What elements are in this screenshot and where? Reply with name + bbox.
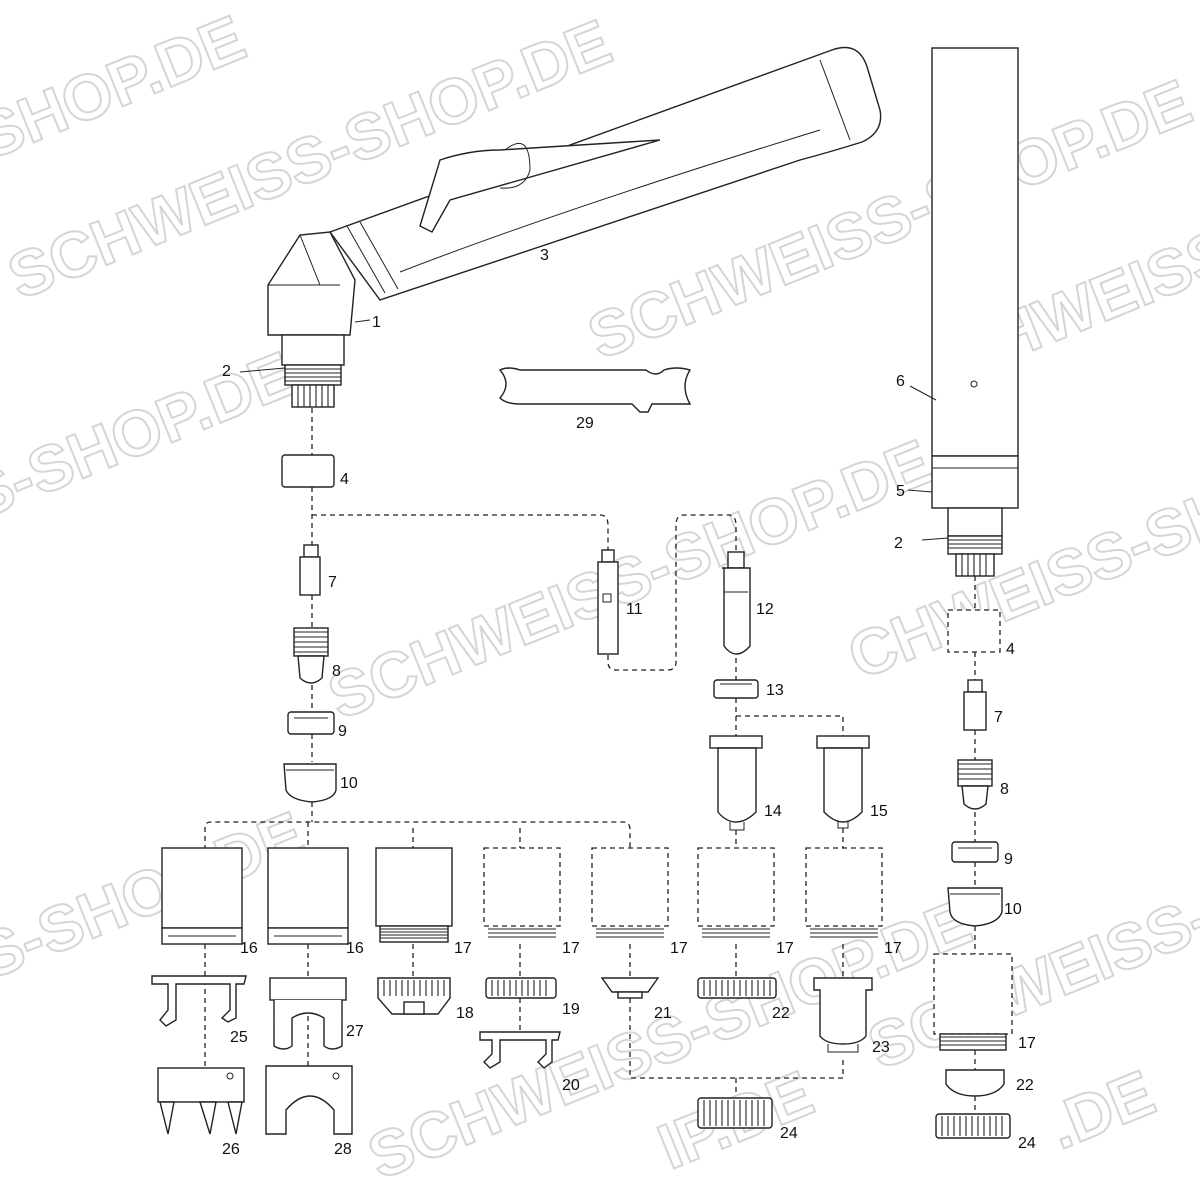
label-14: 14 [764,803,782,820]
part-17-d [697,847,775,938]
torch-thread [284,364,342,408]
part-13-ring [713,679,759,699]
part-9-ring-b [951,841,999,863]
label-4: 4 [1006,641,1015,658]
label-7: 7 [328,574,337,591]
part-4-insulator-b [947,609,1001,653]
part-4-insulator [281,454,335,488]
label-21: 21 [654,1005,672,1022]
label-10: 10 [1004,901,1022,918]
part-15-nozzle [816,735,870,829]
label-15: 15 [870,803,888,820]
part-26-guide [157,1067,245,1135]
part-17-f [933,953,1013,1051]
label-9: 9 [338,723,347,740]
label-12: 12 [756,601,774,618]
part-14-nozzle [709,735,763,831]
label-3: 3 [540,247,549,264]
label-8: 8 [332,663,341,680]
label-28: 28 [334,1141,352,1158]
label-16: 16 [240,940,258,957]
label-24: 24 [1018,1135,1036,1152]
part-8-swirl [293,627,329,684]
label-17: 17 [1018,1035,1036,1052]
label-22: 22 [1016,1077,1034,1094]
label-23: 23 [872,1039,890,1056]
part-27-guide [269,977,347,1050]
part-labels: 1 2 3 4 7 8 9 10 11 12 13 14 15 16 16 17… [222,247,1036,1158]
part-18-cap [377,977,451,1015]
label-17: 17 [562,940,580,957]
watermark-text: .DE [1038,1056,1164,1163]
label-17: 17 [884,940,902,957]
part-29-spanner [498,367,692,413]
watermark-text: S-SHOP.DE [0,337,304,533]
label-22: 22 [772,1005,790,1022]
label-6: 6 [896,373,905,390]
part-28-guide [265,1065,353,1135]
part-9-ring [287,711,335,735]
part-22-cap-b [945,1069,1005,1097]
label-20: 20 [562,1077,580,1094]
machine-torch-body [931,47,1019,457]
part-17-b [483,847,561,938]
label-10: 10 [340,775,358,792]
label-26: 26 [222,1141,240,1158]
label-8: 8 [1000,781,1009,798]
part-17-e [805,847,883,938]
part-17-c [591,847,669,938]
label-1: 1 [372,314,381,331]
machine-torch [931,47,1019,577]
label-24: 24 [780,1125,798,1142]
part-11-electrode [597,549,619,655]
hand-torch [239,46,882,408]
part-7-electrode [299,544,321,596]
label-17: 17 [670,940,688,957]
part-21-cap [600,977,660,999]
label-19: 19 [562,1001,580,1018]
part-23-shield [813,977,873,1053]
part-17-a [375,847,453,943]
label-25: 25 [230,1029,248,1046]
part-10-nozzle-b [947,887,1003,927]
label-29: 29 [576,415,594,432]
part-24-cap [697,1097,773,1129]
label-4: 4 [340,471,349,488]
part-24-cap-b [935,1113,1011,1139]
torch-handle [328,46,882,301]
label-18: 18 [456,1005,474,1022]
part-16-b [267,847,349,945]
label-5: 5 [896,483,905,500]
torch-trigger [419,139,661,233]
part-8-swirl-b [957,759,993,810]
label-16: 16 [346,940,364,957]
label-27: 27 [346,1023,364,1040]
part-12-electrode [722,551,751,655]
label-11: 11 [626,601,643,618]
label-13: 13 [766,682,784,699]
label-17: 17 [776,940,794,957]
part-20-clip [479,1031,561,1069]
watermark-text: S-SHOP.DE [0,797,314,993]
label-2: 2 [894,535,903,552]
part-19-ring [485,977,557,999]
part-10-nozzle [283,763,337,803]
label-17: 17 [454,940,472,957]
watermark-text: SCHWEISS-SHOP.DE [318,426,941,733]
part-25-clip [151,975,247,1027]
label-7: 7 [994,709,1003,726]
part-7-electrode-b [963,679,987,731]
label-9: 9 [1004,851,1013,868]
machine-torch-sleeve [931,455,1019,509]
watermark-text: SHOP.DE [0,1,255,173]
part-16-a [161,847,243,945]
part-22-cap [697,977,777,999]
label-2: 2 [222,363,231,380]
